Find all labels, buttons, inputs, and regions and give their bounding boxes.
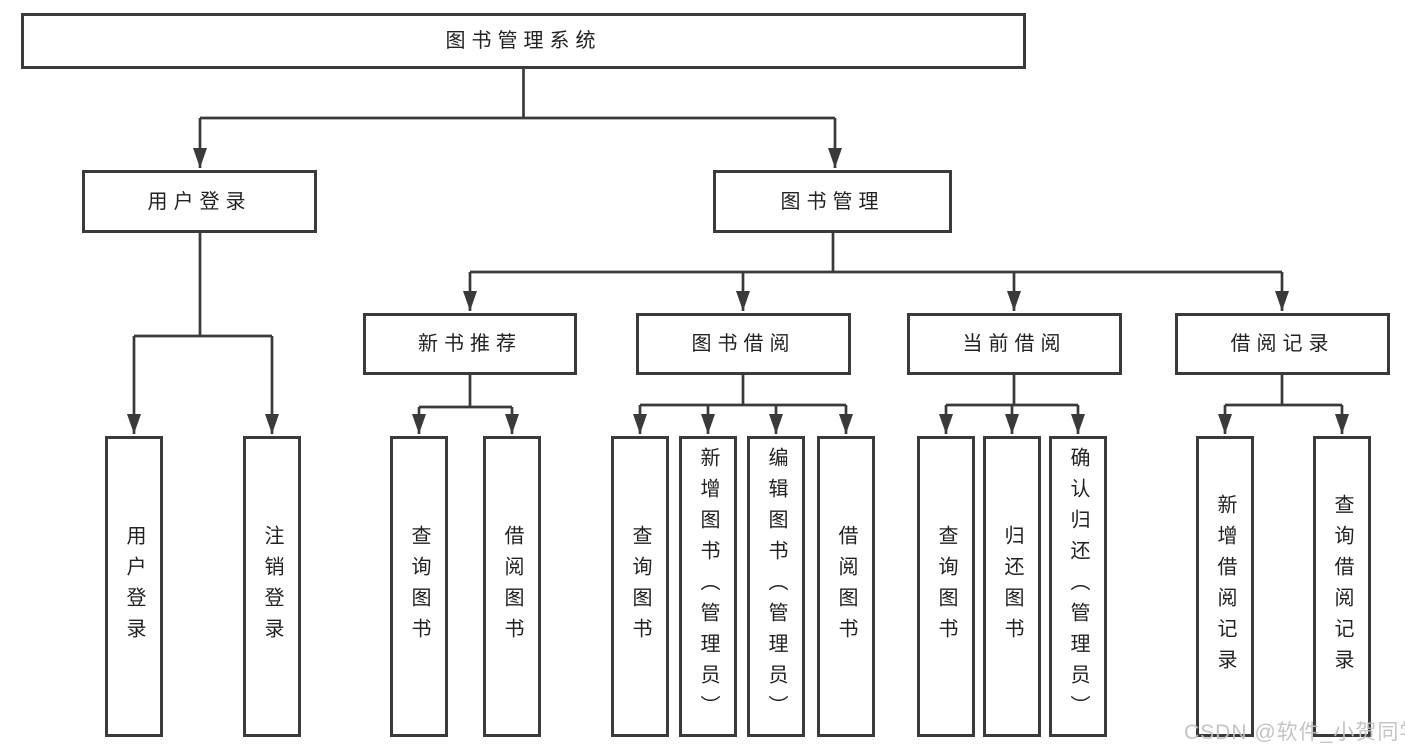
node-borrow-add-book-admin: 新增图书（管理员） xyxy=(679,436,737,737)
node-user-login: 用户登录 xyxy=(82,170,317,233)
node-current-confirm-return-admin: 确认归还（管理员） xyxy=(1049,436,1107,737)
node-borrow-records: 借阅记录 xyxy=(1175,313,1390,375)
connector-arrows xyxy=(127,118,1349,434)
node-library-system: 图书管理系统 xyxy=(21,13,1026,69)
node-book-borrowing: 图书借阅 xyxy=(636,313,851,375)
csdn-watermark: CSDN @软件_小贺同学 xyxy=(1184,721,1405,744)
node-borrow-edit-book-admin: 编辑图书（管理员） xyxy=(747,436,805,737)
node-current-borrowing: 当前借阅 xyxy=(907,313,1122,375)
node-newrec-query-book: 查询图书 xyxy=(390,436,448,737)
node-records-add-record: 新增借阅记录 xyxy=(1196,436,1254,737)
node-borrow-borrow-book: 借阅图书 xyxy=(817,436,875,737)
node-user-login-action: 用户登录 xyxy=(105,436,163,737)
node-current-return-book: 归还图书 xyxy=(983,436,1041,737)
connector-elbows xyxy=(134,69,1342,409)
node-current-query-book: 查询图书 xyxy=(917,436,975,737)
node-book-management: 图书管理 xyxy=(713,170,952,233)
node-borrow-query-book: 查询图书 xyxy=(611,436,669,737)
node-newrec-borrow-book: 借阅图书 xyxy=(483,436,541,737)
node-records-query-record: 查询借阅记录 xyxy=(1313,436,1371,737)
node-new-book-recommend: 新书推荐 xyxy=(363,313,577,375)
node-logout-action: 注销登录 xyxy=(243,436,301,737)
